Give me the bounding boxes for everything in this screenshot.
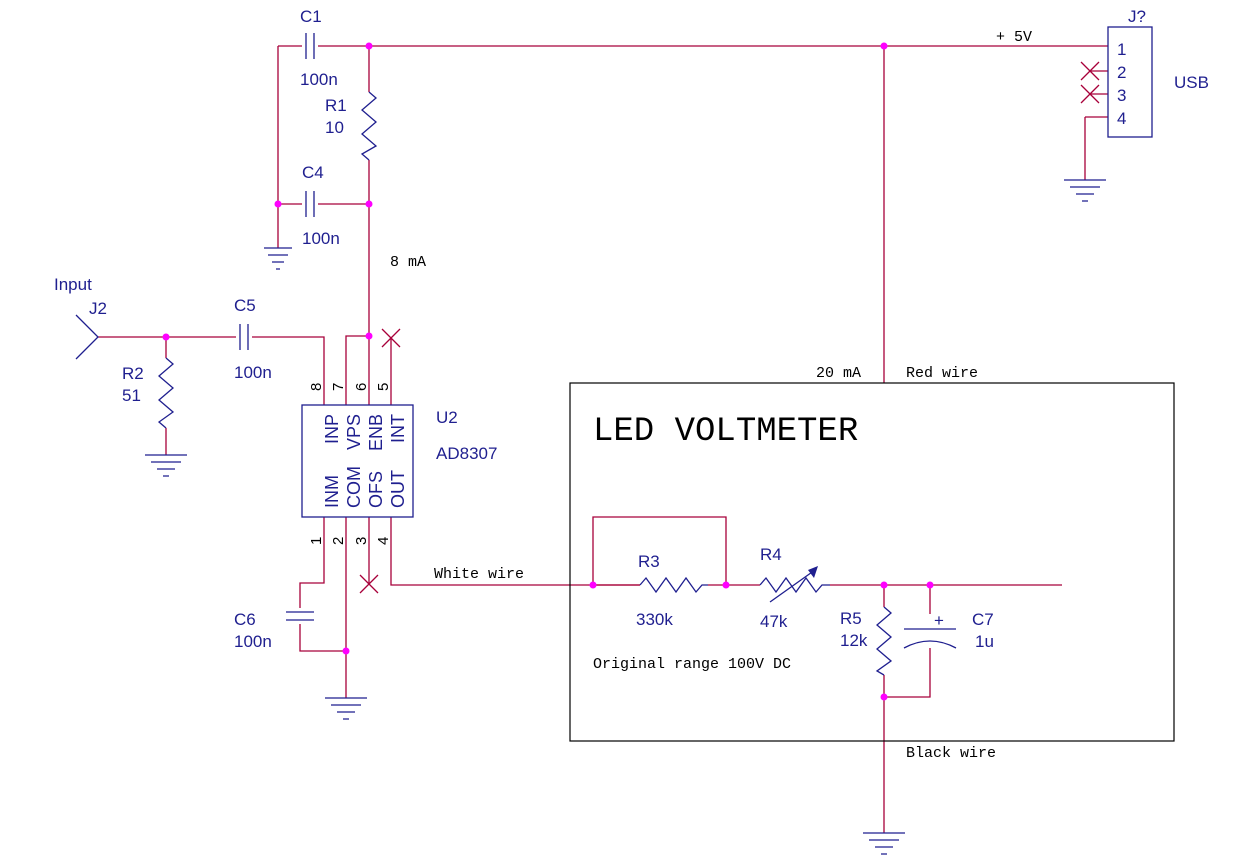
ic-pin-2: 2: [330, 537, 347, 545]
component-labels: C1 100n R1 10 C4 100n Input J2 C5 100n R…: [54, 7, 1209, 651]
annotation-5v: + 5V: [996, 29, 1032, 46]
label-c6-value: 100n: [234, 632, 272, 651]
ic-pin-8: 8: [308, 383, 325, 391]
ic-pin-3: 3: [353, 537, 370, 545]
input-connector-j2: [75, 314, 99, 360]
original-range-note: Original range 100V DC: [593, 656, 791, 673]
usb-pin-2: 2: [1117, 63, 1126, 82]
no-connect-marks: [359, 61, 1100, 594]
capacitor-c5: [239, 324, 249, 350]
label-r4: R4: [760, 545, 782, 564]
usb-pin-4: 4: [1117, 109, 1126, 128]
label-u2: U2: [436, 408, 458, 427]
annotation-8ma: 8 mA: [390, 254, 426, 271]
label-r3: R3: [638, 552, 660, 571]
usb-pin-3: 3: [1117, 86, 1126, 105]
label-c5: C5: [234, 296, 256, 315]
ic-pin-5: 5: [375, 383, 392, 391]
resistor-r1: [360, 91, 378, 161]
usb-pin-1: 1: [1117, 40, 1126, 59]
capacitor-c4: [305, 191, 315, 217]
resistor-r5: [875, 606, 893, 676]
label-c7-value: 1u: [975, 632, 994, 651]
resistor-r4-variable: [759, 566, 830, 603]
label-r2-value: 51: [122, 386, 141, 405]
annotation-white-wire: White wire: [434, 566, 524, 583]
ic-pin-name-enb: ENB: [366, 414, 386, 451]
ic-pin-name-int: INT: [388, 414, 408, 443]
ground-symbols: [145, 179, 1106, 855]
label-c7: C7: [972, 610, 994, 629]
ic-pin-name-out: OUT: [388, 470, 408, 508]
ic-pin-6: 6: [353, 383, 370, 391]
ic-pin-name-inm: INM: [322, 475, 342, 508]
label-r2: R2: [122, 364, 144, 383]
label-c1: C1: [300, 7, 322, 26]
resistor-r3: [639, 576, 708, 594]
label-jq: J?: [1128, 7, 1146, 26]
label-c4: C4: [302, 163, 324, 182]
annotation-black-wire: Black wire: [906, 745, 996, 762]
label-input: Input: [54, 275, 92, 294]
label-r4-value: 47k: [760, 612, 788, 631]
junctions: [162, 42, 934, 701]
label-r3-value: 330k: [636, 610, 673, 629]
ic-pin-name-com: COM: [344, 466, 364, 508]
label-c4-value: 100n: [302, 229, 340, 248]
ic-pin-1: 1: [308, 537, 325, 545]
resistor-r2: [157, 357, 175, 429]
label-c6: C6: [234, 610, 256, 629]
capacitor-c7-electrolytic: [903, 628, 957, 649]
ic-pin-name-vps: VPS: [344, 414, 364, 450]
annotation-red-wire: Red wire: [906, 365, 978, 382]
label-c5-value: 100n: [234, 363, 272, 382]
capacitor-c1: [305, 33, 315, 59]
label-r1: R1: [325, 96, 347, 115]
annotations: 8 mA White wire 20 mA Red wire + 5V Blac…: [390, 29, 1032, 762]
label-c1-value: 100n: [300, 70, 338, 89]
label-u2-part: AD8307: [436, 444, 497, 463]
annotation-20ma: 20 mA: [816, 365, 861, 382]
label-r5: R5: [840, 609, 862, 628]
led-voltmeter-title: LED VOLTMETER: [593, 413, 858, 451]
ic-pin-name-ofs: OFS: [366, 471, 386, 508]
label-j2: J2: [89, 299, 107, 318]
led-voltmeter-module: LED VOLTMETER Original range 100V DC: [569, 382, 1175, 742]
ic-pin-4: 4: [375, 537, 392, 545]
capacitor-c6: [286, 611, 314, 621]
label-r5-value: 12k: [840, 631, 868, 650]
ic-pin-7: 7: [330, 383, 347, 391]
ic-pin-name-inp: INP: [322, 414, 342, 444]
ic-u2: INP VPS ENB INT INM COM OFS OUT 8 7 6 5 …: [301, 383, 414, 545]
usb-connector: 1 2 3 4: [1107, 26, 1153, 138]
label-usb: USB: [1174, 73, 1209, 92]
label-c7-plus: +: [934, 611, 944, 630]
label-r1-value: 10: [325, 118, 344, 137]
